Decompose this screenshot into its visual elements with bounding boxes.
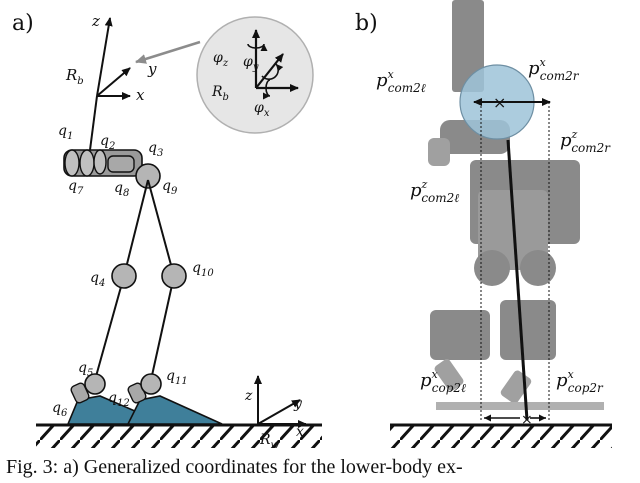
hip-joints bbox=[63, 149, 161, 189]
hip-joint-q3 bbox=[135, 163, 161, 189]
robot-knee-right bbox=[520, 250, 556, 286]
inset-rot-y bbox=[261, 63, 284, 80]
right-thigh bbox=[147, 179, 175, 277]
hip-joint-q7 bbox=[79, 149, 95, 177]
inset-pointer-arrow bbox=[135, 40, 201, 64]
q11-label: q11 bbox=[166, 368, 188, 387]
q12-label: q12 bbox=[108, 390, 130, 409]
base-y-axis bbox=[96, 67, 131, 97]
panel-a-tag: a) bbox=[12, 11, 34, 36]
q5-label: q5 bbox=[78, 360, 93, 379]
q8-label: q8 bbox=[114, 180, 129, 199]
robot-torso bbox=[452, 0, 484, 92]
com-to-cop-line bbox=[506, 139, 529, 421]
world-y-axis bbox=[257, 399, 301, 425]
robot-ankle-right bbox=[500, 370, 532, 404]
ground-a-hatch bbox=[36, 426, 322, 448]
orientation-inset: φz φy φx Rb bbox=[196, 16, 314, 134]
joint-labels: q1 q2 q3 q4 q5 q6 q7 q8 q9 q10 q11 q12 bbox=[52, 123, 214, 419]
ground-b-hatch bbox=[390, 426, 612, 448]
base-frame: z y x Rb bbox=[65, 12, 157, 151]
ground-a bbox=[36, 423, 322, 448]
base-x-label: x bbox=[136, 86, 145, 104]
knee-joint-q4 bbox=[111, 263, 137, 289]
base-z-axis bbox=[96, 17, 113, 97]
hip-joint-q1 bbox=[64, 149, 80, 177]
robot-feet bbox=[436, 402, 604, 410]
world-y-label: y bbox=[293, 396, 303, 412]
q1-label: q1 bbox=[58, 123, 73, 142]
figure-caption: Fig. 3: a) Generalized coordinates for t… bbox=[6, 456, 463, 478]
left-thigh bbox=[123, 179, 149, 277]
torso-link bbox=[89, 95, 98, 151]
ground-b bbox=[390, 423, 612, 448]
knee-joint-q10 bbox=[161, 263, 187, 289]
cop-point-marker: × bbox=[521, 412, 533, 428]
phi-z-label: φz bbox=[213, 50, 229, 69]
base-frame-label: Rb bbox=[65, 66, 84, 87]
q2-label: q2 bbox=[100, 133, 115, 152]
panel-b-tag: b) bbox=[355, 11, 378, 36]
phi-y-label: φy bbox=[243, 54, 259, 73]
com-projection-guides bbox=[480, 102, 550, 420]
inset-rot-z bbox=[247, 43, 268, 52]
ankle-joint-q11 bbox=[140, 373, 162, 395]
robot-shank-left bbox=[430, 310, 490, 360]
com-point-marker: × bbox=[493, 93, 506, 112]
world-z-label: z bbox=[244, 388, 253, 404]
panel-a: a) z y x Rb φz φy φx Rb bbox=[12, 11, 322, 451]
feet bbox=[66, 373, 223, 425]
q6-label: q6 bbox=[52, 400, 68, 419]
ankle-joint-q5 bbox=[84, 373, 106, 395]
left-shank bbox=[94, 275, 125, 381]
inset-rot-x bbox=[262, 79, 271, 100]
hip-joint-q8 bbox=[107, 155, 135, 173]
robot-hip-left bbox=[428, 138, 450, 166]
base-y-label: y bbox=[147, 60, 157, 78]
right-shank bbox=[150, 275, 175, 381]
inset-y-axis bbox=[255, 53, 284, 89]
q10-label: q10 bbox=[192, 260, 214, 279]
base-z-label: z bbox=[91, 12, 100, 30]
q4-label: q4 bbox=[90, 270, 105, 289]
legs bbox=[94, 179, 187, 381]
q7-label: q7 bbox=[68, 178, 84, 197]
robot-ankle-left bbox=[434, 359, 464, 391]
panel-b: b) × × bbox=[355, 0, 612, 448]
robot-knee-left bbox=[474, 250, 510, 286]
robot-shank-right bbox=[500, 300, 556, 360]
q3-label: q3 bbox=[148, 140, 163, 159]
hip-joint-q2 bbox=[93, 149, 107, 175]
phi-x-label: φx bbox=[254, 100, 270, 119]
q9-label: q9 bbox=[162, 178, 178, 197]
inset-frame-label: Rb bbox=[211, 84, 229, 103]
robot-silhouette bbox=[428, 0, 604, 410]
